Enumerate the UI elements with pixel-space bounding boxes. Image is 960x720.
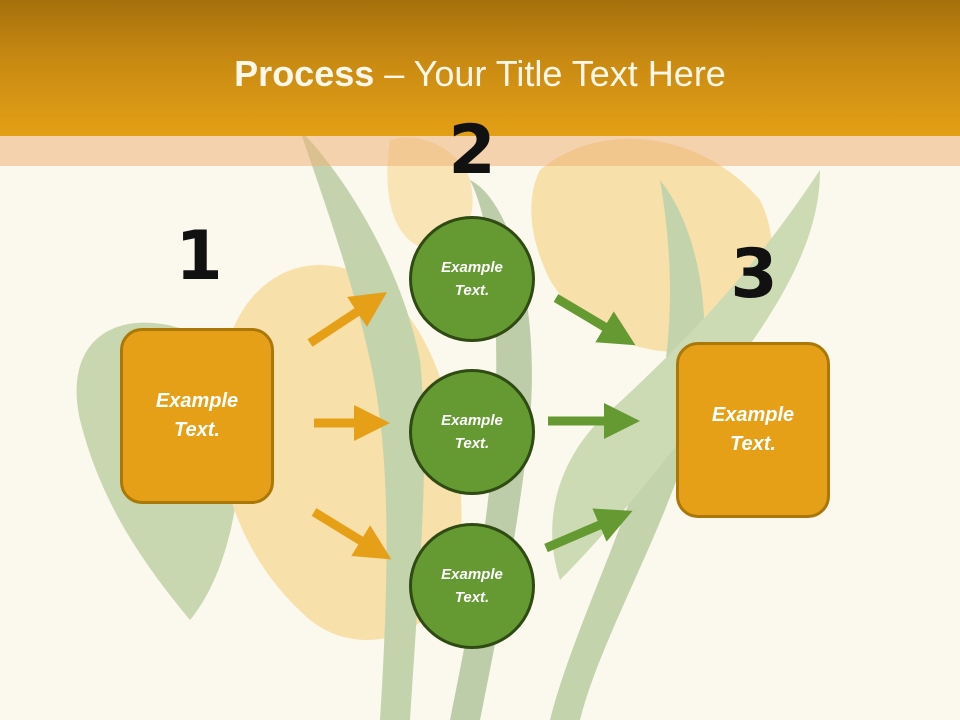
step-1-text: Example Text.: [155, 390, 239, 441]
step-1-box: Example Text.: [120, 328, 274, 504]
title-rest: – Your Title Text Here: [374, 53, 726, 94]
step-2-number: 2: [448, 111, 496, 190]
arrow-1-to-top: [307, 292, 388, 347]
arrow-bottom-to-3: [544, 508, 633, 553]
step-2-circle-bottom: Example Text.: [409, 523, 535, 649]
step-2-circle-middle: Example Text.: [409, 369, 535, 495]
title-bold: Process: [234, 53, 375, 94]
step-2-circle-middle-text: Example Text.: [441, 412, 503, 452]
arrow-top-to-3: [553, 294, 636, 346]
step-3-number: 3: [730, 235, 778, 314]
step-2-circle-top: Example Text.: [409, 216, 535, 342]
slide-title: Process – Your Title Text Here: [0, 52, 960, 96]
step-2-circle-bottom-text: Example Text.: [441, 566, 503, 606]
step-1-number: 1: [175, 217, 223, 296]
step-3-text: Example Text.: [711, 404, 795, 455]
step-3-box: Example Text.: [676, 342, 830, 518]
step-2-circle-top-text: Example Text.: [441, 259, 503, 299]
arrow-1-to-bottom: [311, 508, 392, 560]
title-bar: [0, 0, 960, 136]
title-bar-strip: [0, 136, 960, 166]
